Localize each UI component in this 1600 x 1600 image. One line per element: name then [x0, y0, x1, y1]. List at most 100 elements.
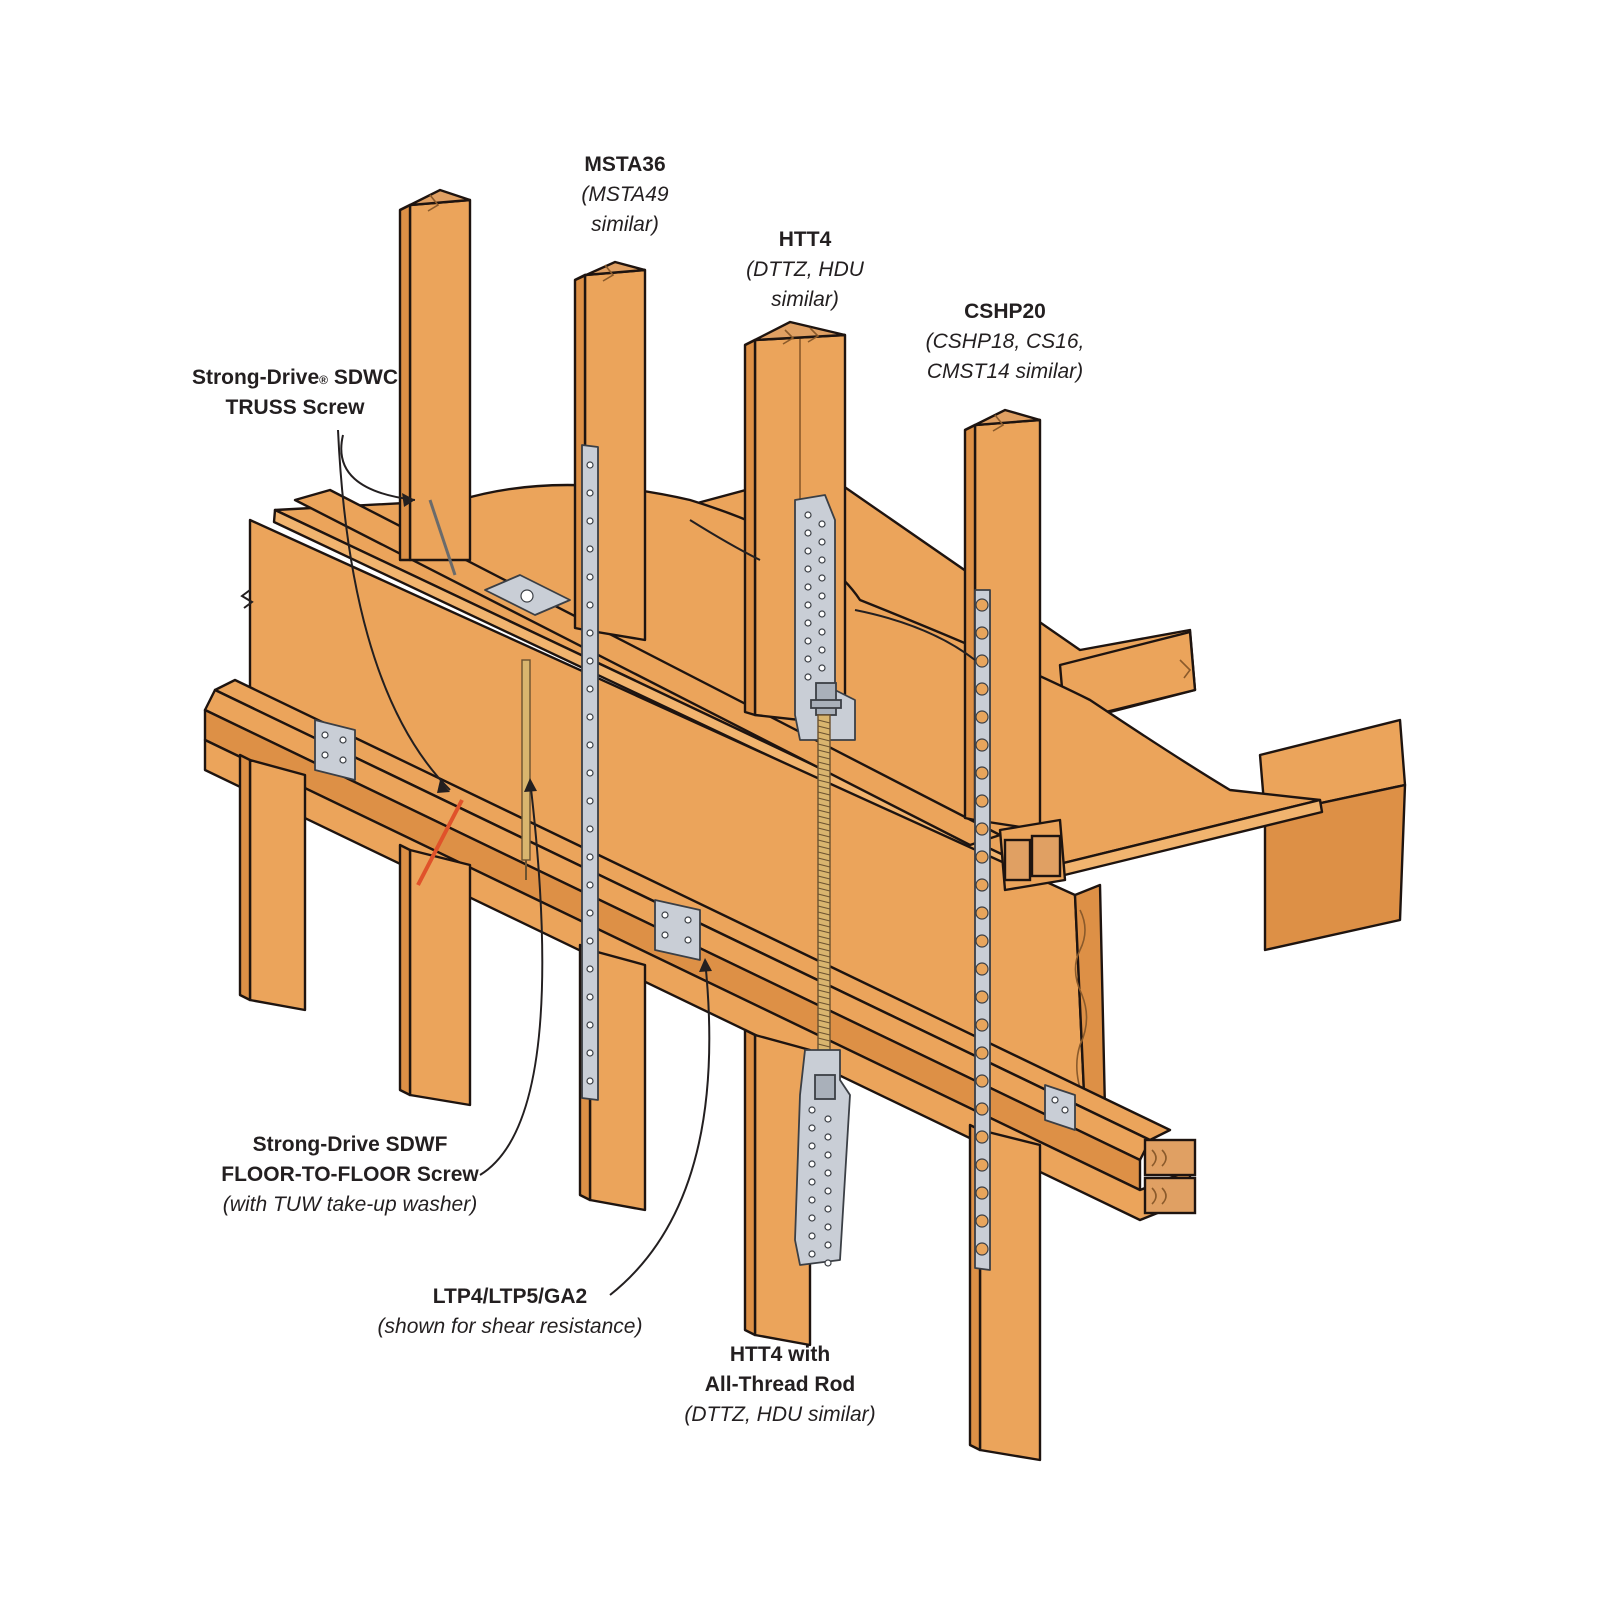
- fastener-hole: [586, 685, 594, 693]
- rod-thread: [817, 989, 831, 994]
- rod-thread: [817, 863, 831, 868]
- rod-thread: [817, 1019, 831, 1024]
- rod-thread: [817, 869, 831, 874]
- fastener-hole: [586, 769, 594, 777]
- leader-sdwc-upper: [340, 434, 416, 501]
- fastener-hole: [975, 766, 989, 780]
- fastener-hole: [824, 1259, 832, 1267]
- fastener-hole: [975, 598, 989, 612]
- fastener-hole: [824, 1205, 832, 1213]
- label-sdwf-line1: Strong-Drive SDWF: [252, 1133, 448, 1156]
- rod-thread: [817, 911, 831, 916]
- fastener-hole: [804, 547, 812, 555]
- label-ltp4-note: (shown for shear resistance): [377, 1315, 643, 1338]
- rod-thread: [817, 743, 831, 748]
- label-cshp20-note2: CMST14 similar): [926, 360, 1084, 383]
- fastener-hole: [975, 1074, 989, 1088]
- fastener-hole: [818, 592, 826, 600]
- msta36-strap: [581, 444, 599, 1101]
- label-msta36-title: MSTA36: [584, 153, 666, 176]
- fastener-hole: [661, 911, 669, 919]
- rod-thread: [817, 725, 831, 730]
- label-htt4-top-note2: similar): [771, 288, 839, 311]
- rod-thread: [817, 731, 831, 736]
- fastener-hole: [824, 1133, 832, 1141]
- rod-thread: [817, 995, 831, 1000]
- fastener-hole: [339, 736, 347, 744]
- fastener-hole: [586, 573, 594, 581]
- fastener-hole: [804, 601, 812, 609]
- fastener-hole: [975, 878, 989, 892]
- fastener-hole: [586, 489, 594, 497]
- rod-thread: [817, 761, 831, 766]
- fastener-hole: [975, 654, 989, 668]
- rod-thread: [817, 791, 831, 796]
- rod-thread: [817, 1037, 831, 1042]
- label-htt4-top-note1: (DTTZ, HDU: [746, 258, 864, 281]
- rod-thread: [817, 809, 831, 814]
- fastener-hole: [586, 825, 594, 833]
- rod-thread: [817, 893, 831, 898]
- label-htt4-rod-note: (DTTZ, HDU similar): [684, 1403, 876, 1426]
- fastener-hole: [586, 1077, 594, 1085]
- fastener-hole: [684, 916, 692, 924]
- rod-thread: [817, 905, 831, 910]
- fastener-hole: [808, 1106, 816, 1114]
- leader-ltp4: [609, 959, 711, 1296]
- fastener-hole: [586, 909, 594, 917]
- fastener-hole: [804, 511, 812, 519]
- sdwf-floor-screw: [521, 659, 531, 880]
- fastener-hole: [824, 1115, 832, 1123]
- label-sdwc-reg: ®: [319, 373, 329, 387]
- fastener-hole: [975, 794, 989, 808]
- fastener-hole: [975, 850, 989, 864]
- fastener-hole: [975, 738, 989, 752]
- rod-thread: [817, 767, 831, 772]
- fastener-hole: [975, 1158, 989, 1172]
- rod-thread: [817, 785, 831, 790]
- fastener-hole: [975, 934, 989, 948]
- label-sdwc: Strong-Drive® SDWC TRUSS Screw: [175, 363, 415, 423]
- fastener-hole: [586, 937, 594, 945]
- fastener-hole: [818, 574, 826, 582]
- fastener-hole: [824, 1223, 832, 1231]
- leader-lines: [337, 429, 976, 1296]
- fastener-hole: [975, 710, 989, 724]
- all-thread-rod: [817, 714, 831, 1056]
- fastener-hole: [975, 906, 989, 920]
- rod-thread: [817, 815, 831, 820]
- fastener-hole: [818, 538, 826, 546]
- fastener-hole: [818, 520, 826, 528]
- label-msta36: MSTA36 (MSTA49 similar): [555, 150, 695, 240]
- rod-thread: [817, 1025, 831, 1030]
- rod-thread: [817, 959, 831, 964]
- rod-thread: [817, 923, 831, 928]
- fastener-hole: [586, 517, 594, 525]
- fastener-hole: [586, 797, 594, 805]
- fastener-hole: [824, 1169, 832, 1177]
- leader-arrow-icon: [437, 780, 450, 793]
- fastener-hole: [975, 822, 989, 836]
- leader-sdwf: [479, 779, 544, 1176]
- label-ltp4: LTP4/LTP5/GA2 (shown for shear resistanc…: [360, 1282, 660, 1342]
- fastener-hole: [586, 461, 594, 469]
- fastener-hole: [586, 713, 594, 721]
- fastener-hole: [975, 1242, 989, 1256]
- fastener-hole: [975, 626, 989, 640]
- fastener-hole: [586, 965, 594, 973]
- rod-thread: [817, 749, 831, 754]
- rod-thread: [817, 887, 831, 892]
- rod-thread: [817, 719, 831, 724]
- fastener-hole: [661, 931, 669, 939]
- rod-thread: [817, 821, 831, 826]
- label-sdwc-prefix: Strong-Drive: [191, 366, 320, 389]
- leader-sdwc-lower: [337, 429, 451, 791]
- rod-thread: [817, 1043, 831, 1048]
- label-sdwc-suffix: SDWC: [328, 366, 399, 389]
- rod-thread: [817, 1031, 831, 1036]
- fastener-hole: [808, 1250, 816, 1258]
- leader-arrow-icon: [402, 493, 415, 507]
- fastener-hole: [586, 545, 594, 553]
- label-sdwc-line2: TRUSS Screw: [225, 396, 365, 419]
